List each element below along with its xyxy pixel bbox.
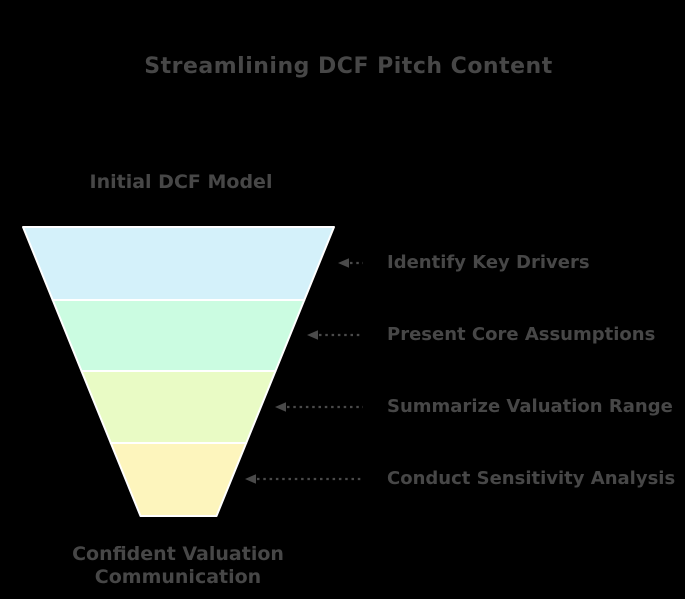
stage-label-conduct-sensitivity-analysis: Conduct Sensitivity Analysis [387, 468, 676, 489]
diagram-title: Streamlining DCF Pitch Content [144, 54, 553, 79]
arrow-head-icon [275, 402, 286, 412]
funnel-segment-2 [51, 299, 306, 372]
funnel-bottom-label: Confident Valuation Communication [72, 543, 284, 588]
stage-label-summarize-valuation-range: Summarize Valuation Range [387, 396, 673, 417]
arrow-segment-2 [307, 330, 363, 340]
arrow-head-icon [245, 474, 256, 484]
arrow-head-icon [338, 258, 349, 268]
funnel-top-label: Initial DCF Model [89, 171, 273, 193]
arrow-head-icon [307, 330, 318, 340]
arrow-segment-4 [245, 474, 363, 484]
funnel-segment-1 [22, 226, 335, 301]
arrow-segment-1 [338, 258, 363, 268]
stage-label-present-core-assumptions: Present Core Assumptions [387, 324, 656, 345]
arrow-segment-3 [275, 402, 363, 412]
funnel-segment-4 [109, 442, 248, 517]
stage-label-identify-key-drivers: Identify Key Drivers [387, 252, 590, 273]
funnel-segment-3 [80, 370, 277, 444]
